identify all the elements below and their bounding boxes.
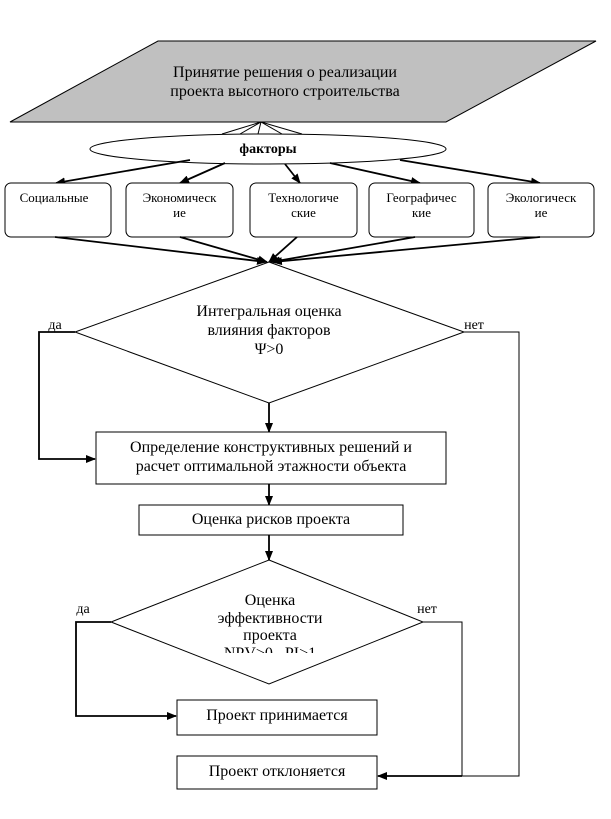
process1-text: Определение конструктивных решений и рас…	[96, 439, 446, 477]
process1-line2: расчет оптимальной этажности объекта	[135, 457, 407, 475]
process2-box	[138, 504, 404, 536]
decision2-line2: эффективности	[217, 609, 323, 627]
decision2-text-clip: Оценка эффективности проекта NPV>0 , PI>…	[170, 590, 370, 653]
factor-social-line1: Социальные	[19, 190, 89, 205]
factor-technological-line2: ские	[291, 205, 316, 221]
decision1-line1: Интегральная оценка	[196, 303, 342, 320]
factor-ecological-line2: ие	[534, 205, 548, 221]
accept-box	[176, 699, 378, 736]
factor-social-text: Социальные	[6, 190, 102, 205]
factors-ellipse	[89, 133, 447, 165]
decision1-line3: Ψ>0	[254, 340, 284, 358]
decision2-no-connector	[423, 621, 463, 776]
decision1-no-label: нет	[464, 318, 484, 333]
decision1-text: Интегральная оценка влияния факторов Ψ>0	[159, 303, 379, 360]
top-decision-block	[9, 40, 597, 123]
reject-text: Проект отклоняется	[208, 763, 346, 780]
factors-to-boxes-arrows	[55, 159, 541, 186]
factor-box-geographic	[368, 182, 475, 238]
decision2-line1: Оценка	[244, 592, 296, 609]
top-to-factors-connectors	[221, 121, 303, 135]
factor-geographic-text: Географичес кие	[369, 190, 474, 221]
decision1-no-connector	[462, 331, 520, 777]
factor-box-ecological	[487, 182, 595, 238]
reject-box	[176, 755, 378, 790]
factor-economic-line1: Экономическ	[142, 190, 217, 205]
factor-economic-text: Экономическ ие	[126, 190, 233, 221]
process2-text: Оценка рисков проекта	[191, 511, 351, 528]
decision2-yes-label: да	[76, 602, 90, 617]
factor-technological-line1: Технологиче	[268, 190, 339, 205]
process1-line1: Определение конструктивных решений и	[130, 439, 412, 456]
factor-economic-line2: ие	[173, 205, 186, 221]
factor-geographic-line2: кие	[411, 205, 432, 221]
decision1-line2: влияния факторов	[207, 321, 331, 339]
decision2-line4: NPV>0 , PI>1	[223, 644, 317, 654]
factor-ecological-text: Экологическ ие	[488, 190, 594, 221]
accept-text: Проект принимается	[206, 707, 348, 724]
factor-ecological-line1: Экологическ	[505, 190, 577, 205]
decision2-no-label: нет	[417, 602, 437, 617]
decision2-diamond	[109, 559, 425, 685]
decision1-yes-label: да	[48, 318, 62, 333]
decision2-line3: проекта	[243, 627, 297, 644]
process1-box	[95, 431, 447, 485]
boxes-to-decision1-arrows	[54, 236, 541, 266]
decision2-yes-connector	[75, 621, 177, 720]
factor-box-economic	[125, 182, 234, 238]
factor-box-technological	[249, 182, 358, 238]
factor-technological-text: Технологиче ские	[250, 190, 357, 221]
factors-label: факторы	[239, 142, 297, 157]
decision2-text: Оценка эффективности проекта NPV>0 , PI>…	[170, 592, 370, 653]
top-block-text: Принятие решения о реализации проекта вы…	[120, 64, 450, 102]
top-block-line2: проекта высотного строительства	[170, 82, 400, 100]
top-block-line1: Принятие решения о реализации	[173, 64, 397, 81]
decision1-yes-connector	[38, 331, 96, 463]
factor-geographic-line1: Географичес	[386, 190, 457, 205]
